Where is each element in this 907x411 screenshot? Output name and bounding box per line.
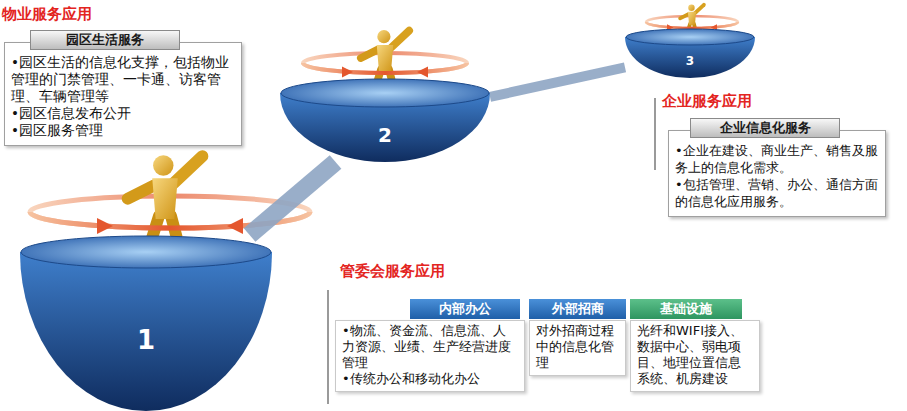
dome-top bbox=[626, 29, 754, 45]
column-text: 光纤和WIFI接入、数据中心、弱电项目、地理位置信息系统、机房建设 bbox=[637, 323, 753, 387]
leader-bar bbox=[327, 290, 329, 404]
platform-dome: 3 bbox=[625, 28, 755, 78]
ring-arrowhead bbox=[227, 218, 243, 234]
ring-arrowhead bbox=[417, 67, 428, 78]
beam-connector bbox=[250, 162, 336, 235]
panel-header: 企业信息化服务 bbox=[690, 118, 840, 138]
column-text: •传统办公和移动化办公 bbox=[342, 371, 518, 387]
rotation-ring-front bbox=[646, 22, 738, 28]
column-text: 对外招商过程中的信息化管理 bbox=[536, 323, 619, 371]
panel-text: •包括管理、营销、办公、通信方面的信息化应用服务。 bbox=[675, 176, 879, 210]
dome-body bbox=[20, 252, 272, 411]
dome-top bbox=[21, 236, 271, 268]
column-text: •物流、资金流、信息流、人力资源、业绩、生产经营进度管理 bbox=[342, 323, 518, 371]
service-column: 基础设施光纤和WIFI接入、数据中心、弱电项目、地理位置信息系统、机房建设 bbox=[630, 320, 760, 392]
column-header: 内部办公 bbox=[410, 299, 520, 319]
panel-text: •园区生活的信息化支撑，包括物业管理的门禁管理、一卡通、访客管理、车辆管理等 bbox=[11, 54, 235, 105]
platform-number: 2 bbox=[378, 124, 392, 146]
platform-number: 3 bbox=[686, 55, 694, 68]
column-header: 基础设施 bbox=[630, 299, 742, 319]
platform-number: 1 bbox=[137, 326, 155, 355]
ring-arrowhead bbox=[97, 218, 113, 234]
column-header: 外部招商 bbox=[529, 299, 626, 319]
service-panel: 企业信息化服务•企业在建设、商业生产、销售及服务上的信息化需求。•包括管理、营销… bbox=[668, 130, 886, 217]
panel-text: •企业在建设、商业生产、销售及服务上的信息化需求。 bbox=[675, 142, 879, 176]
beam-connector bbox=[490, 67, 625, 97]
panel-text: •园区信息发布公开 bbox=[11, 105, 235, 122]
leader-bar bbox=[654, 98, 656, 170]
dome-shape bbox=[20, 235, 272, 411]
section-title: 物业服务应用 bbox=[2, 5, 92, 24]
ring-arrowhead bbox=[342, 67, 353, 78]
person-figure bbox=[128, 155, 203, 245]
section-title: 企业服务应用 bbox=[662, 92, 752, 111]
dome-shape bbox=[280, 78, 490, 162]
panel-header: 园区生活服务 bbox=[30, 30, 180, 50]
dome-top bbox=[281, 79, 489, 107]
service-panel: 园区生活服务•园区生活的信息化支撑，包括物业管理的门禁管理、一卡通、访客管理、车… bbox=[4, 42, 242, 146]
section-title: 管委会服务应用 bbox=[340, 262, 445, 281]
rotation-ring-front bbox=[303, 63, 467, 73]
service-column: 内部办公•物流、资金流、信息流、人力资源、业绩、生产经营进度管理•传统办公和移动… bbox=[335, 320, 525, 392]
platform-dome: 1 bbox=[20, 235, 272, 411]
panel-text: •园区服务管理 bbox=[11, 122, 235, 139]
platform-dome: 2 bbox=[280, 78, 490, 162]
dome-shape bbox=[625, 28, 755, 78]
service-column: 外部招商对外招商过程中的信息化管理 bbox=[529, 320, 626, 376]
